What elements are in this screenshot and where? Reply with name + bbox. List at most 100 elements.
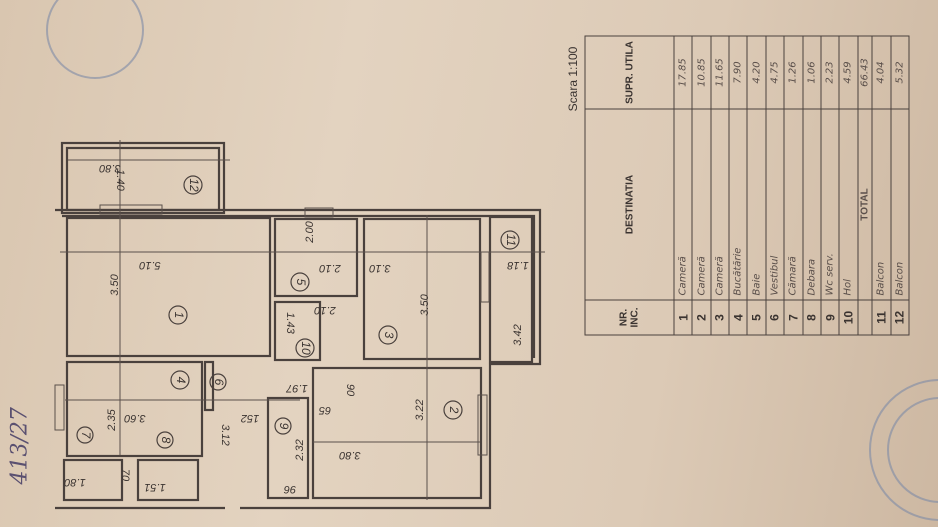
dimension-label: 90	[344, 384, 356, 397]
dimension-label: 1.97	[285, 382, 307, 394]
room-number: 6	[212, 379, 226, 386]
dimension-label: 2.32	[294, 439, 306, 461]
cell-supr: 4.04	[872, 36, 891, 109]
header-supr: SUPR. UTILA	[585, 36, 674, 109]
dimension-label: 3.12	[219, 424, 231, 445]
cell-nr: 10	[839, 300, 858, 335]
cell-nr: 8	[802, 300, 821, 335]
cell-destinatia: Vestibul	[765, 109, 785, 300]
dimension-label: 1.40	[114, 169, 126, 191]
room-number: 11	[504, 234, 518, 246]
cell-destinatia: Balcon	[890, 109, 909, 300]
room-number: 12	[187, 178, 201, 192]
cell-supr: 10.85	[692, 36, 711, 109]
dimension-label: 3.60	[123, 412, 145, 424]
cell-supr: 5.32	[890, 36, 909, 109]
cell-destinatia: Cameră	[710, 109, 730, 300]
cell-supr: 4.59	[839, 36, 858, 109]
room-number: 2	[447, 406, 461, 414]
cell-destinatia: Bucătărie	[729, 109, 748, 300]
scale-label: Scara 1:100	[566, 46, 580, 112]
room-number: 4	[174, 377, 188, 384]
cell-nr: 9	[820, 300, 840, 335]
walls	[54, 140, 545, 510]
cell-supr: 4.75	[765, 36, 785, 109]
dimension-label: 3.80	[338, 449, 360, 461]
dimension-label: 3.42	[512, 324, 524, 345]
cell-supr: 17.85	[674, 36, 693, 109]
dimension-label: 96	[283, 483, 296, 495]
cell-destinatia: Balcon	[872, 109, 891, 300]
cell-nr: 2	[692, 300, 711, 335]
cell-supr: 1.26	[784, 36, 803, 109]
cell-nr: 5	[747, 300, 766, 335]
total-value: 66.43	[857, 36, 873, 109]
dimension-label: 2.10	[313, 304, 336, 316]
dimension-label: 3.10	[368, 262, 390, 274]
cell-nr: 6	[765, 300, 785, 335]
cell-supr: 11.65	[710, 36, 730, 109]
cell-destinatia: Cămară	[784, 109, 803, 300]
stamp-bottom-right	[869, 379, 938, 521]
cell-destinatia: Cameră	[674, 109, 693, 300]
header-destinatia: DESTINATIA	[585, 109, 674, 300]
dimension-label: 3.22	[414, 399, 426, 420]
dimension-label: 70	[119, 469, 131, 482]
total-label: TOTAL	[857, 109, 873, 300]
dimension-label: 3.50	[419, 293, 431, 315]
cell-nr: 1	[674, 300, 693, 335]
cell-destinatia: Hol	[839, 109, 858, 300]
cell-supr: 1.06	[802, 36, 821, 109]
dimension-label: 3.80	[98, 162, 120, 174]
cell-destinatia: Baie	[747, 109, 766, 300]
dimension-label: 2.35	[106, 408, 118, 431]
room-number: 1	[172, 312, 186, 319]
dimension-label: 65	[318, 404, 331, 416]
room-number: 3	[382, 332, 396, 339]
cell-destinatia: Cameră	[692, 109, 711, 300]
dimension-label: 3.50	[109, 273, 121, 295]
cell-destinatia: Wc serv.	[820, 109, 840, 300]
header-nr: NR. INC.	[585, 300, 674, 335]
cell-supr: 2.23	[820, 36, 840, 109]
cell-nr: 12	[890, 300, 909, 335]
room-number: 8	[159, 437, 173, 444]
cell-supr: 4.20	[747, 36, 766, 109]
room-number: 9	[277, 423, 291, 430]
room-number: 5	[294, 279, 308, 286]
dimension-label: 1.18	[506, 259, 528, 271]
dimension-label: 152	[241, 412, 259, 424]
room-number: 10	[299, 341, 313, 355]
cell-supr: 7.90	[729, 36, 748, 109]
dimension-label: 2.00	[304, 220, 316, 243]
dimension-label: 1.51	[144, 481, 165, 493]
handwritten-note: 413/27	[7, 407, 33, 485]
room-number: 7	[79, 432, 93, 440]
cell-nr: 11	[872, 300, 891, 335]
dimension-label: 1.80	[63, 476, 85, 488]
cell-destinatia: Debara	[802, 109, 821, 300]
cell-nr: 3	[710, 300, 730, 335]
dimension-label: 1.43	[284, 312, 296, 334]
dimension-label: 5.10	[138, 259, 160, 271]
dimension-label: 2.10	[318, 262, 341, 274]
cell-nr	[857, 300, 873, 335]
stamp-top-left	[46, 0, 144, 79]
cell-nr: 4	[729, 300, 748, 335]
cell-nr: 7	[784, 300, 803, 335]
